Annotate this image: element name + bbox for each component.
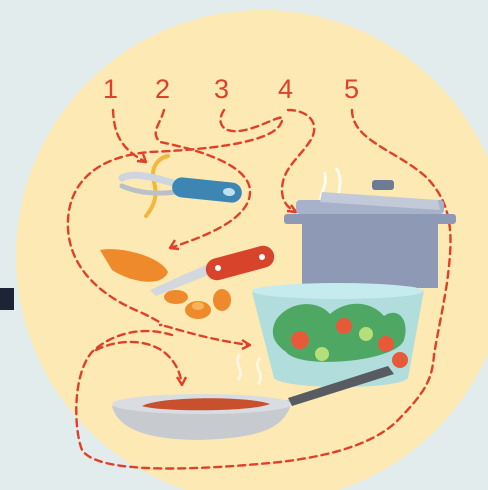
edge-tab — [0, 288, 14, 310]
step-number-4: 4 — [278, 74, 293, 104]
step-number-3: 3 — [214, 74, 229, 104]
step-number-1: 1 — [103, 74, 118, 104]
salad-bowl-icon — [252, 283, 424, 387]
step-number-5: 5 — [344, 74, 359, 104]
step-number-2: 2 — [155, 74, 170, 104]
